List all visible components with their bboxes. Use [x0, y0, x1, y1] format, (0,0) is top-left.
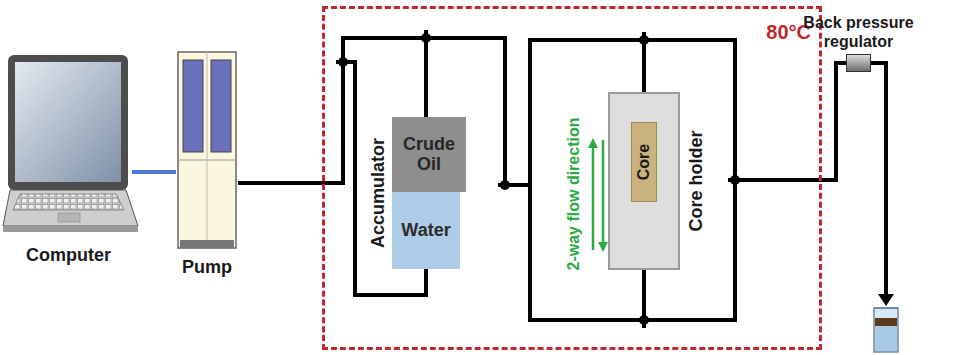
back-pressure-regulator: Back pressure regulator — [846, 54, 871, 72]
laptop-illustration — [3, 55, 138, 232]
node-label: Computer — [23, 246, 114, 266]
flow-direction-label: 2-way flow direction — [565, 118, 583, 271]
core-holder: Core holderCore — [608, 92, 680, 270]
flow-arrows — [588, 138, 608, 252]
data-cable — [132, 170, 176, 174]
computer-icon: Computer — [5, 52, 132, 266]
core-sample: Core — [631, 122, 657, 202]
water-phase: Water — [392, 192, 460, 269]
node-label: Core — [635, 144, 653, 180]
pump-icon: Pump — [176, 50, 238, 278]
valves — [336, 30, 742, 328]
node-label: Core holder — [686, 130, 707, 231]
node-label: Back pressure regulator — [799, 14, 919, 51]
node-label: Pump — [179, 258, 235, 278]
node-label: Crude Oil — [395, 135, 463, 175]
node-label: Accumulator — [368, 138, 389, 248]
accumulator-vessel: AccumulatorCrude OilWater — [392, 117, 460, 269]
oil-phase: Crude Oil — [392, 117, 466, 192]
graduated-cylinder — [874, 308, 898, 352]
pump-illustration — [178, 52, 236, 248]
tube — [870, 63, 886, 296]
arrowhead — [878, 294, 894, 306]
node-label: Water — [398, 221, 453, 241]
